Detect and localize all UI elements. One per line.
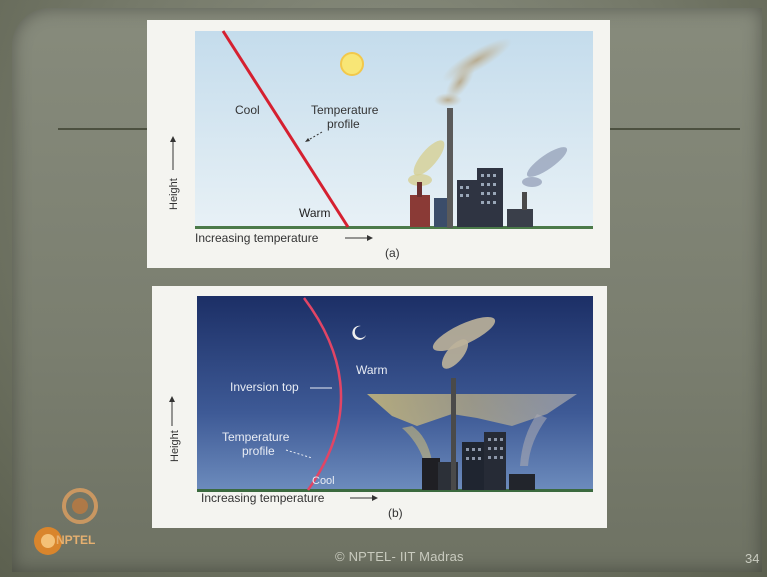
panel-b: Warm Inversion top Temperature profile C… (152, 286, 607, 528)
sun-icon (340, 52, 364, 76)
label-increasing-temperature: Increasing temperature (195, 231, 319, 245)
ground-line (195, 226, 593, 229)
title-rule-left (58, 128, 148, 130)
temperature-profile-line (221, 30, 350, 228)
sky-day (195, 31, 593, 229)
panel-b-label: (b) (388, 506, 403, 520)
profile-pointer-b (285, 449, 313, 459)
label-temperature-profile-2: profile (327, 117, 360, 131)
logo-text: NPTEL (56, 533, 96, 547)
page-number: 34 (745, 551, 760, 566)
label-temperature-profile-b-2: profile (242, 444, 275, 458)
footer-copyright: © NPTEL- IIT Madras (335, 549, 464, 564)
label-inversion-top: Inversion top (230, 380, 299, 394)
label-increasing-temperature-b: Increasing temperature (201, 491, 325, 505)
label-temperature-profile-b-1: Temperature (222, 430, 290, 444)
x-axis-arrow-head (367, 235, 373, 241)
factory (410, 108, 533, 228)
label-warm-b: Warm (356, 363, 388, 377)
label-height: Height (168, 178, 180, 210)
trapped-smoke-layer (367, 317, 577, 466)
height-arrow-head (170, 136, 176, 142)
profile-pointer-head (305, 138, 310, 142)
ground-line-b (197, 489, 593, 492)
title-rule-right (610, 128, 740, 130)
label-cool-b: Cool (312, 475, 335, 487)
label-height-b: Height (169, 430, 181, 462)
label-warm: Warm (299, 206, 331, 220)
label-temperature-profile-1: Temperature (311, 103, 379, 117)
smoke-plumes (408, 38, 568, 187)
height-arrow-b-head (169, 396, 175, 402)
panel-a-label: (a) (385, 246, 400, 260)
x-axis-arrow-b-head (372, 495, 378, 501)
inversion-profile-curve (302, 297, 343, 491)
factory-b (422, 378, 535, 490)
label-cool: Cool (235, 103, 260, 117)
panel-a: Cool Temperature profile Warm Height Inc… (147, 20, 610, 268)
panel-a-diagram: Cool Temperature profile Warm Height Inc… (168, 30, 593, 260)
panel-b-diagram: Warm Inversion top Temperature profile C… (169, 296, 593, 520)
moon-icon (352, 325, 366, 340)
nptel-logo-icon (34, 488, 98, 555)
